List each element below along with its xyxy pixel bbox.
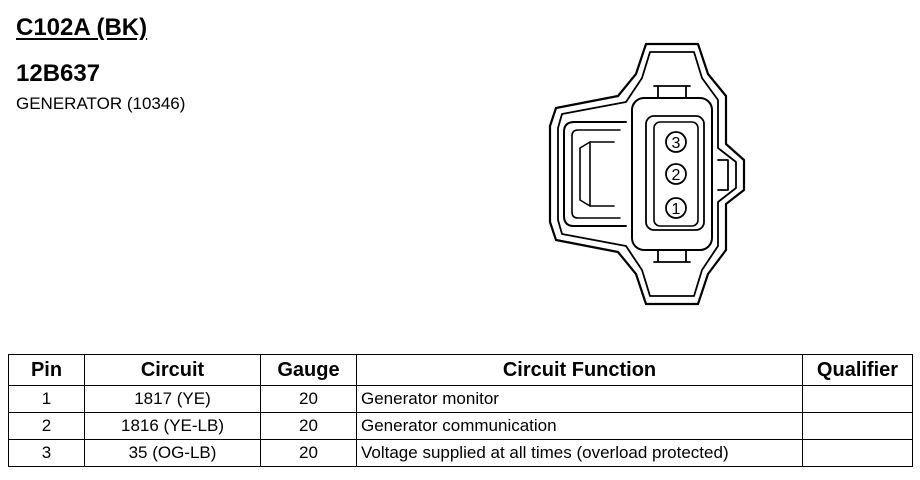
connector-housing-outer — [548, 42, 746, 306]
pin-1: 1 — [665, 197, 687, 219]
cell-gauge: 20 — [260, 385, 357, 413]
header-gauge: Gauge — [260, 354, 357, 386]
cell-pin: 3 — [8, 439, 85, 467]
header-circuit-function: Circuit Function — [356, 354, 803, 386]
cell-pin: 2 — [8, 412, 85, 440]
cell-function: Generator communication — [356, 412, 803, 440]
connector-latch — [563, 121, 627, 227]
part-number: 12B637 — [16, 60, 101, 87]
connector-id-title: C102A (BK) — [16, 14, 148, 41]
cell-circuit: 35 (OG-LB) — [84, 439, 261, 467]
table-row: 3 35 (OG-LB) 20 Voltage supplied at all … — [8, 439, 913, 467]
pin-circuit-table: Pin Circuit Gauge Circuit Function Quali… — [8, 354, 913, 467]
cell-qualifier — [802, 412, 913, 440]
pin-2-label: 2 — [672, 167, 681, 184]
connector-top-tab — [653, 85, 691, 99]
pin-2: 2 — [665, 163, 687, 185]
table-row: 1 1817 (YE) 20 Generator monitor — [8, 385, 913, 413]
cell-circuit: 1816 (YE-LB) — [84, 412, 261, 440]
cell-qualifier — [802, 439, 913, 467]
cell-function: Voltage supplied at all times (overload … — [356, 439, 803, 467]
table-header-row: Pin Circuit Gauge Circuit Function Quali… — [8, 354, 913, 386]
cell-gauge: 20 — [260, 439, 357, 467]
connector-housing-inner — [557, 51, 737, 297]
header-circuit: Circuit — [84, 354, 261, 386]
pin-3: 3 — [665, 131, 687, 153]
cell-pin: 1 — [8, 385, 85, 413]
cell-function: Generator monitor — [356, 385, 803, 413]
component-name: GENERATOR (10346) — [16, 94, 186, 113]
connector-bottom-tab — [653, 249, 691, 263]
pin-cavity-outer — [631, 97, 713, 251]
cell-gauge: 20 — [260, 412, 357, 440]
table-row: 2 1816 (YE-LB) 20 Generator communicatio… — [8, 412, 913, 440]
header-pin: Pin — [8, 354, 85, 386]
pin-cavity-inner — [645, 115, 705, 231]
cell-circuit: 1817 (YE) — [84, 385, 261, 413]
connector-face-diagram: 3 2 1 — [548, 42, 746, 306]
cell-qualifier — [802, 385, 913, 413]
pin-1-label: 1 — [672, 201, 681, 218]
pin-3-label: 3 — [672, 135, 681, 152]
header-qualifier: Qualifier — [802, 354, 913, 386]
